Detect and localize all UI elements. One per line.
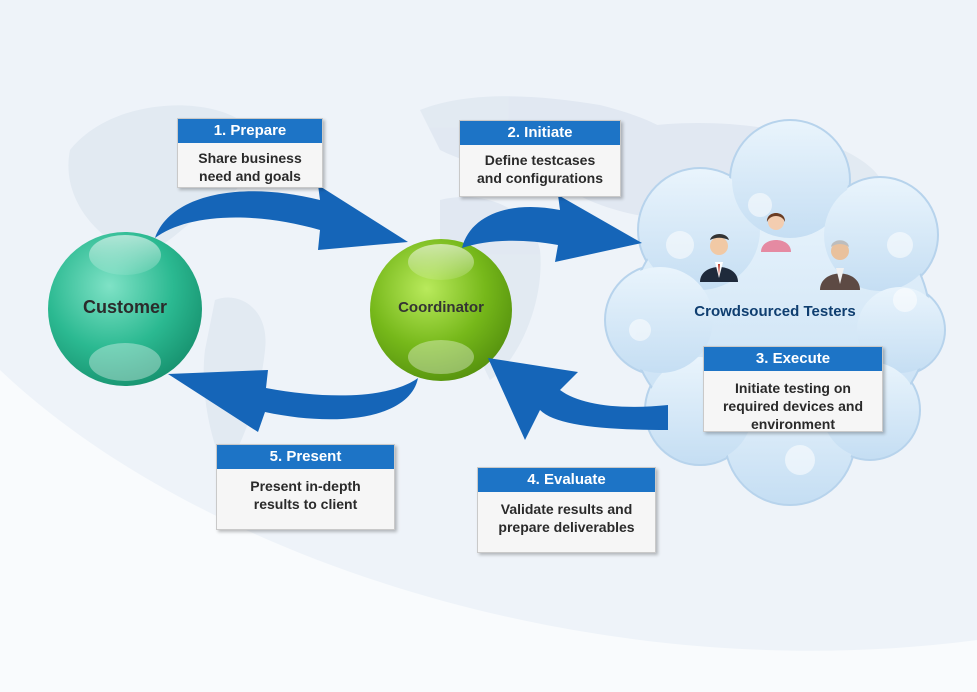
step-description: Define testcases and configurations	[460, 145, 620, 187]
step-description: Share business need and goals	[178, 143, 322, 185]
step-title: 1. Prepare	[178, 119, 322, 143]
step-description-line: required devices and	[722, 398, 864, 414]
step-description-line: prepare deliverables	[498, 519, 635, 535]
step-evaluate-box: 4. Evaluate Validate results and prepare…	[477, 467, 656, 553]
arrow-prepare	[155, 185, 408, 250]
step-title: 3. Execute	[704, 347, 882, 371]
step-prepare-box: 1. Prepare Share business need and goals	[177, 118, 323, 188]
person-elder-icon	[820, 240, 860, 290]
arrow-initiate	[462, 195, 642, 262]
step-description: Initiate testing on required devices and…	[704, 371, 882, 433]
curved-arrow-icon	[155, 185, 668, 440]
step-description-line: Present in-depth	[250, 478, 361, 494]
customer-label: Customer	[82, 297, 167, 317]
step-description-line: and configurations	[477, 170, 603, 186]
coordinator-label: Coordinator	[398, 299, 484, 316]
step-description-line: Define testcases	[484, 152, 596, 168]
step-execute-box: 3. Execute Initiate testing on required …	[703, 346, 883, 432]
step-description: Validate results and prepare deliverable…	[478, 492, 655, 536]
person-woman-icon	[761, 213, 791, 252]
arrow-evaluate	[488, 358, 668, 440]
step-description-line: environment	[750, 416, 835, 432]
person-man-icon	[700, 234, 738, 282]
step-description: Present in-depth results to client	[217, 469, 394, 513]
step-initiate-box: 2. Initiate Define testcases and configu…	[459, 120, 621, 197]
crowdsourced-testers-label: Crowdsourced Testers	[694, 303, 856, 320]
step-description-line: results to client	[253, 496, 358, 512]
step-title: 4. Evaluate	[478, 468, 655, 492]
arrow-present	[168, 370, 418, 432]
step-present-box: 5. Present Present in-depth results to c…	[216, 444, 395, 530]
coordinator-sphere	[370, 239, 512, 381]
step-description-line: Validate results and	[500, 501, 633, 517]
step-description-line: Initiate testing on	[735, 380, 851, 396]
customer-sphere	[48, 232, 202, 386]
step-title: 5. Present	[217, 445, 394, 469]
step-description-line: Share business	[198, 150, 302, 166]
step-description-line: need and goals	[199, 168, 301, 184]
step-title: 2. Initiate	[460, 121, 620, 145]
